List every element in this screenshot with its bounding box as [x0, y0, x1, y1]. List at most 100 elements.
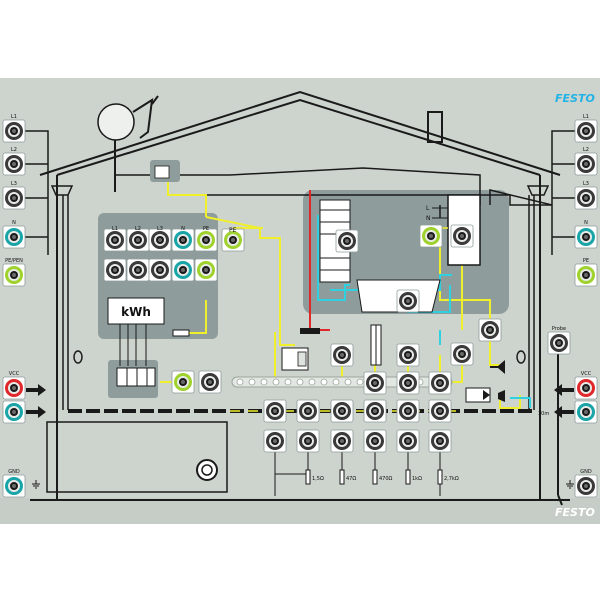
resistor-socket-3[interactable]: [363, 429, 387, 453]
busbar-socket-5[interactable]: [428, 399, 452, 423]
resistor-socket-5[interactable]: [428, 429, 452, 453]
right-terminal-4[interactable]: [574, 263, 598, 287]
left-terminal-5[interactable]: [2, 376, 26, 400]
shower-socket-2[interactable]: [450, 342, 474, 366]
left-terminal-0[interactable]: [2, 119, 26, 143]
left-terminal-3[interactable]: [2, 225, 26, 249]
down-pipes: [50, 185, 550, 410]
left-terminal-label-3: N: [12, 220, 16, 226]
resistor-label-2: 470Ω: [379, 476, 393, 482]
left-terminal-7[interactable]: [2, 474, 26, 498]
resistor-3: 1kΩ: [405, 469, 422, 485]
busbar-socket-2[interactable]: [330, 399, 354, 423]
kwh-meter: [107, 297, 165, 325]
right-terminal-label-1: L2: [583, 147, 589, 153]
bathtub-socket[interactable]: [396, 289, 420, 313]
left-terminal-label-0: L1: [11, 114, 17, 120]
meter-socket-bottom-4[interactable]: [194, 258, 218, 282]
resistor-2: 470Ω: [372, 469, 393, 485]
left-terminal-2[interactable]: [2, 186, 26, 210]
meter-column-label-4: PE: [203, 226, 209, 232]
bar-hole: [308, 378, 316, 386]
resistor-socket-4[interactable]: [396, 429, 420, 453]
pipe-socket[interactable]: [330, 343, 354, 367]
busbar-socket-3[interactable]: [363, 399, 387, 423]
left-terminal-6[interactable]: [2, 400, 26, 424]
right-terminal-8[interactable]: [574, 474, 598, 498]
right-terminal-6[interactable]: [574, 376, 598, 400]
bar-hole: [332, 378, 340, 386]
water-heater-label-l: L: [426, 205, 430, 212]
meter-sockets: [103, 228, 218, 282]
ground-symbol-right: [566, 480, 574, 489]
pipe-element: [370, 324, 382, 366]
socket-grid: [171, 224, 502, 453]
kwh-meter-label: kWh: [121, 305, 151, 319]
meter-socket-bottom-0[interactable]: [103, 258, 127, 282]
meter-socket-bottom-1[interactable]: [126, 258, 150, 282]
panel-background: [0, 78, 600, 524]
speaker-socket[interactable]: [478, 318, 502, 342]
resistor-label-4: 2,7kΩ: [444, 476, 459, 482]
bar-hole: [356, 378, 364, 386]
bar-hole: [296, 378, 304, 386]
meter-socket-top-3[interactable]: [171, 228, 195, 252]
radiator: [319, 199, 351, 283]
heater-socket[interactable]: [450, 224, 474, 248]
resistor-label-0: 1,5Ω: [312, 476, 324, 482]
pe-socket[interactable]: [221, 228, 245, 252]
busbar-socket-1[interactable]: [296, 399, 320, 423]
left-terminal-4[interactable]: [2, 263, 26, 287]
meter-socket-top-1[interactable]: [126, 228, 150, 252]
right-terminal-1[interactable]: [574, 152, 598, 176]
heater-pe-socket[interactable]: [419, 224, 443, 248]
left-terminal-label-2: L3: [11, 181, 17, 187]
meter-socket-top-2[interactable]: [148, 228, 172, 252]
antenna: [114, 95, 159, 192]
house-outline: [39, 90, 561, 500]
right-terminal-label-8: GND: [580, 469, 592, 475]
left-terminal-label-1: L2: [11, 147, 17, 153]
meter-socket-top-4[interactable]: [194, 228, 218, 252]
earth-rod: [557, 350, 563, 506]
right-terminal-label-6: VCC: [581, 371, 592, 377]
right-terminal-5[interactable]: [547, 331, 571, 355]
bar-socket-1[interactable]: [363, 371, 387, 395]
resistor-1: 47Ω: [339, 469, 356, 485]
bar-socket-3[interactable]: [428, 371, 452, 395]
meter-socket-bottom-2[interactable]: [148, 258, 172, 282]
right-terminal-7[interactable]: [574, 400, 598, 424]
bar-socket-2[interactable]: [396, 371, 420, 395]
festo-logo: FESTO: [555, 92, 595, 105]
right-terminal-3[interactable]: [574, 225, 598, 249]
right-terminal-label-0: L1: [583, 114, 589, 120]
shower-socket-1[interactable]: [396, 343, 420, 367]
right-terminal-0[interactable]: [574, 119, 598, 143]
meter-socket-top-0[interactable]: [103, 228, 127, 252]
right-terminal-2[interactable]: [574, 186, 598, 210]
trench-box: [46, 421, 228, 493]
vcc-arrow-left: [26, 384, 46, 396]
left-terminal-1[interactable]: [2, 152, 26, 176]
pe-socket-label: PE: [229, 227, 237, 234]
resistor-socket-0[interactable]: [263, 429, 287, 453]
busbar-socket-0[interactable]: [263, 399, 287, 423]
bar-hole: [272, 378, 280, 386]
radiator-socket[interactable]: [335, 229, 359, 253]
bar-hole: [248, 378, 256, 386]
fuse-socket[interactable]: [198, 370, 222, 394]
resistor-label-1: 47Ω: [346, 476, 356, 482]
bar-hole: [284, 378, 292, 386]
speaker-icon-2: [498, 390, 505, 402]
bar-hole: [344, 378, 352, 386]
resistor-socket-2[interactable]: [330, 429, 354, 453]
fuse-pe-socket[interactable]: [171, 370, 195, 394]
vcc-arrow-left-2: [26, 406, 46, 418]
busbar-socket-4[interactable]: [396, 399, 420, 423]
water-heater-label-n: N: [426, 215, 431, 222]
meter-column-label-1: L2: [135, 226, 141, 232]
resistor-socket-1[interactable]: [296, 429, 320, 453]
meter-socket-bottom-3[interactable]: [171, 258, 195, 282]
